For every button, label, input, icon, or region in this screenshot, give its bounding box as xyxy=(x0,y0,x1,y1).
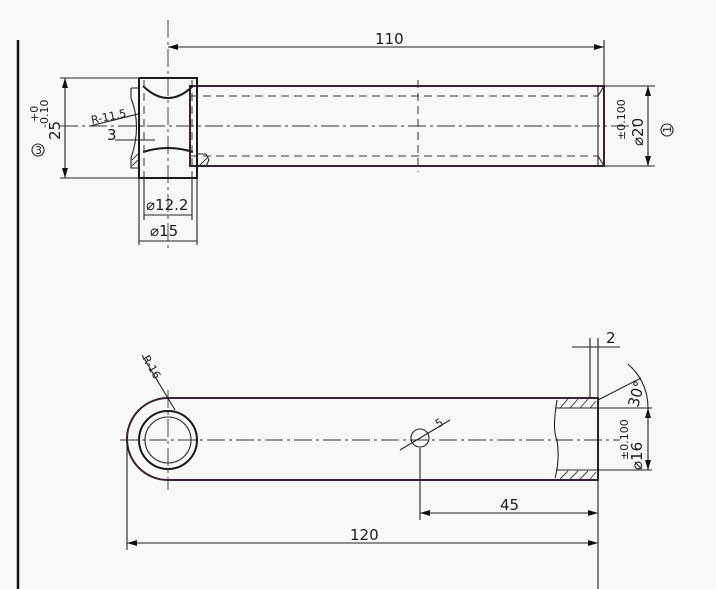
bar-outline xyxy=(126,397,599,481)
tube-tolerance: ±0.100 xyxy=(615,99,628,140)
dim-dia-15: ⌀15 xyxy=(150,222,178,240)
dim-pos-45: 45 xyxy=(500,496,519,514)
item-ref-3: 3 xyxy=(35,144,42,157)
bore-tolerance: ±0.100 xyxy=(618,419,631,460)
dim-radius-16: R-16 xyxy=(139,353,163,381)
item-ref-1: 1 xyxy=(661,126,674,133)
dim-dia-12-2: ⌀12.2 xyxy=(146,196,188,214)
item-ref-circle xyxy=(31,143,45,157)
tol-plus: +0 xyxy=(28,106,41,122)
dim-length-110: 110 xyxy=(375,30,404,48)
bottom-view: 5 R-16 2 30° ±0.100 ⌀16 45 120 xyxy=(120,329,652,589)
small-hole xyxy=(410,428,430,448)
dim-radius-11-5: R-11.5 xyxy=(90,107,128,127)
dim-dia-20: ⌀20 xyxy=(629,118,647,146)
dim-angle-30: 30° xyxy=(624,379,648,409)
dim-dia-16: ⌀16 xyxy=(628,442,646,470)
dim-offset-3: 3 xyxy=(107,126,117,144)
dim-height-25: 25 xyxy=(46,121,64,140)
tol-minus: -0.10 xyxy=(38,100,51,128)
dim-chamfer-2: 2 xyxy=(606,329,616,347)
eye-outer-circle xyxy=(138,410,198,470)
top-view: 110 25 +0 -0.10 3 R-11.5 3 ⌀12.2 ⌀15 xyxy=(28,20,674,250)
dim-length-120: 120 xyxy=(350,526,379,544)
